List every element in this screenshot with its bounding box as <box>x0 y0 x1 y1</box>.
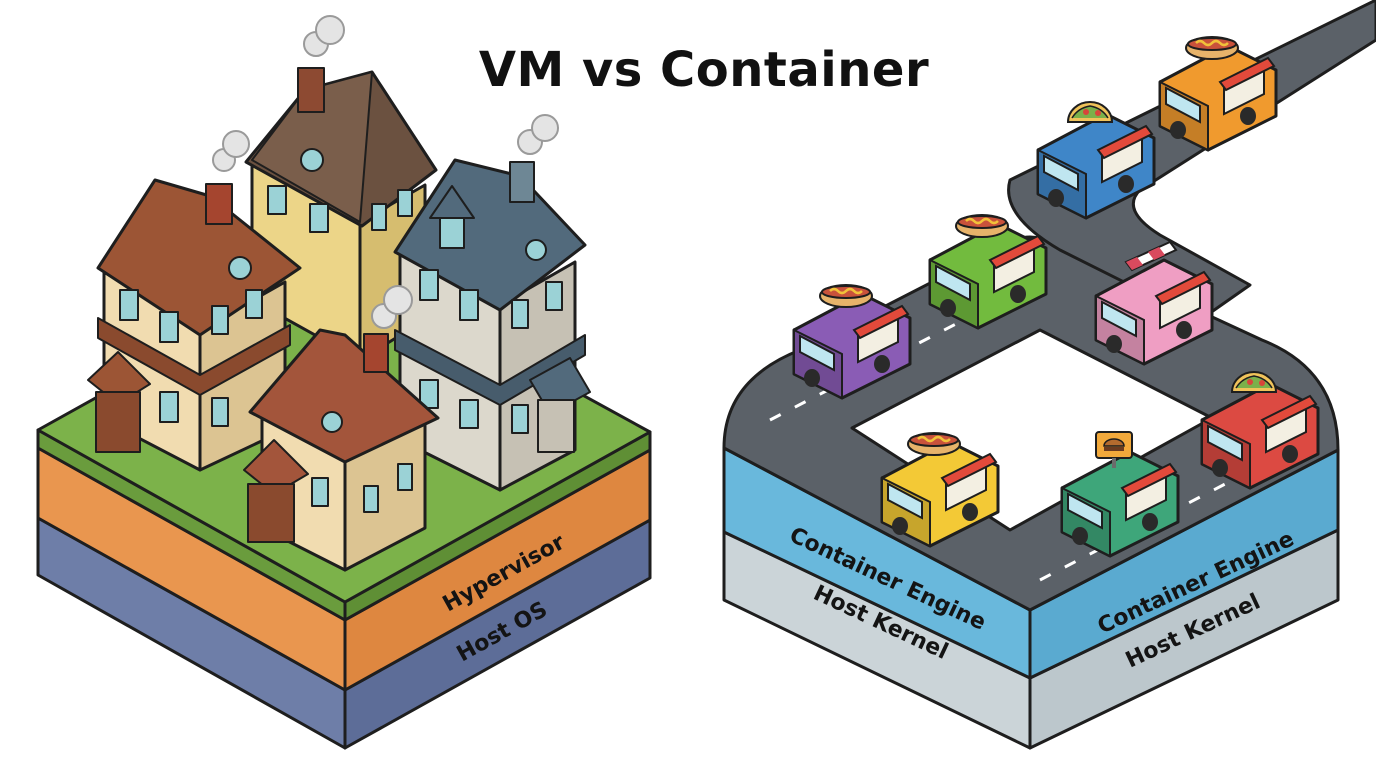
orange-hotdog-truck <box>1158 36 1278 152</box>
small-front-house <box>243 285 440 572</box>
taco-icon <box>1230 371 1278 393</box>
burger-sign-icon <box>1095 431 1133 468</box>
awning-icon <box>1124 240 1178 272</box>
page-title: VM vs Container <box>478 42 930 98</box>
teal-burger-truck <box>1060 431 1180 558</box>
purple-hotdog-truck <box>792 284 912 400</box>
hotdog-icon <box>955 214 1009 238</box>
hotdog-icon <box>819 284 873 308</box>
pink-truck <box>1094 240 1214 366</box>
red-taco-truck <box>1200 371 1320 490</box>
vm-stack: Hypervisor Host OS <box>36 15 652 750</box>
blue-taco-truck <box>1036 101 1156 220</box>
food-trucks <box>792 36 1320 558</box>
green-hotdog-truck <box>928 214 1048 330</box>
brown-roof-house <box>87 130 302 472</box>
container-stack: Container Engine Host Kernel Container E… <box>722 0 1376 750</box>
hotdog-icon <box>907 432 961 456</box>
yellow-hotdog-truck <box>880 432 1000 548</box>
taco-icon <box>1066 101 1114 123</box>
hotdog-icon <box>1185 36 1239 60</box>
